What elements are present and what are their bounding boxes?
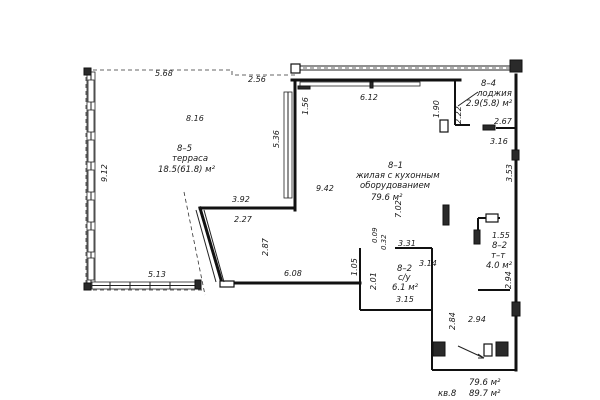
terrace-bottom-window-wall xyxy=(91,279,202,290)
apartment-walls xyxy=(198,73,518,372)
room-loggia: 8–4 лоджия 2.9(5.8) м² xyxy=(466,79,513,109)
top-glazed-wall xyxy=(290,59,523,74)
dim-loggia-left: 1.90 xyxy=(432,100,441,118)
terrace-diagonal-wall xyxy=(195,209,225,283)
room-loggia-area: 2.9(5.8) м² xyxy=(466,99,513,109)
room-terrace-name: терраса xyxy=(172,154,208,164)
dim-terrace-top-left: 5.68 xyxy=(155,69,173,78)
room-bathroom-name: с/у xyxy=(398,273,412,283)
loggia-arrow xyxy=(457,91,479,107)
dim-corridor-horizontal: 2.94 xyxy=(468,315,486,324)
dim-living-top: 6.12 xyxy=(360,93,378,102)
dim-terrace-top-right: 2.56 xyxy=(248,75,266,84)
room-loggia-code: 8–4 xyxy=(481,79,496,89)
dim-right-wall-vertical: 3.53 xyxy=(505,164,514,182)
summary-apartment-label: кв.8 xyxy=(438,389,457,399)
room-living: 8–1 жилая с кухонным оборудованием 79.6 … xyxy=(355,161,440,203)
dim-bath-side-left: 2.01 xyxy=(369,272,378,290)
dim-terrace-bottom: 5.13 xyxy=(148,270,166,279)
room-terrace-code: 8–5 xyxy=(177,144,192,154)
room-living-area: 79.6 м² xyxy=(371,193,403,203)
dim-living-lower-vertical: 2.87 xyxy=(261,237,270,256)
dim-terrace-cut-a: 3.92 xyxy=(232,195,250,204)
doors xyxy=(219,81,521,357)
dim-loggia-small: 2.22 xyxy=(454,106,463,124)
dim-loggia-depth: 3.16 xyxy=(490,137,508,146)
summary-area-living: 79.6 м² xyxy=(469,378,501,388)
room-bathroom: 8–2 с/у 6.1 м² xyxy=(392,264,419,293)
terrace-step-wall xyxy=(283,91,293,199)
dim-terrace-left: 9.12 xyxy=(100,164,109,182)
room-terrace-area: 18.5(61.8) м² xyxy=(158,165,216,175)
room-utility: 8–2 т–т 4.0 м² xyxy=(486,241,513,271)
dim-living-inner-vertical: 1.56 xyxy=(301,97,310,115)
dim-terrace-cut-b: 2.27 xyxy=(234,215,253,224)
room-living-code: 8–1 xyxy=(388,161,403,171)
dim-living-height: 9.42 xyxy=(316,184,334,193)
room-living-line2: оборудованием xyxy=(360,181,431,191)
terrace-railing xyxy=(85,69,296,296)
terrace-left-window-wall xyxy=(83,67,96,291)
dim-terrace-inner: 8.16 xyxy=(186,114,204,123)
dim-utility-right: 2.94 xyxy=(504,271,513,289)
dim-bath-left: 1.05 xyxy=(350,258,359,276)
room-utility-name: т–т xyxy=(491,251,506,261)
area-summary: 79.6 м² кв.8 89.7 м² xyxy=(438,378,501,399)
annotation-arrow xyxy=(457,345,485,359)
room-terrace: 8–5 терраса 18.5(61.8) м² xyxy=(158,144,216,175)
room-bathroom-code: 8–2 xyxy=(397,264,412,274)
room-bathroom-area: 6.1 м² xyxy=(392,283,419,293)
dim-bath-width: 3.31 xyxy=(398,239,416,248)
dim-utility-top: 1.55 xyxy=(492,231,510,240)
room-loggia-name: лоджия xyxy=(476,89,512,99)
dim-bath-side-right: 3.14 xyxy=(419,259,437,268)
dim-bath-bottom: 3.15 xyxy=(396,295,414,304)
dim-loggia-width: 2.67 xyxy=(494,117,513,126)
room-utility-code: 8–2 xyxy=(492,241,507,251)
dim-living-center-vertical: 7.02 xyxy=(394,200,403,218)
dim-living-bottom: 6.08 xyxy=(284,269,302,278)
dim-corridor-vertical: 2.84 xyxy=(448,312,457,330)
dim-bath-top-a: 0.09 xyxy=(371,227,379,243)
summary-area-total: 89.7 м² xyxy=(469,389,501,399)
dim-bath-top-b: 0.32 xyxy=(380,234,388,250)
dim-terrace-wall: 5.36 xyxy=(272,130,281,148)
room-utility-area: 4.0 м² xyxy=(486,261,513,271)
room-living-line1: жилая с кухонным xyxy=(355,171,440,181)
